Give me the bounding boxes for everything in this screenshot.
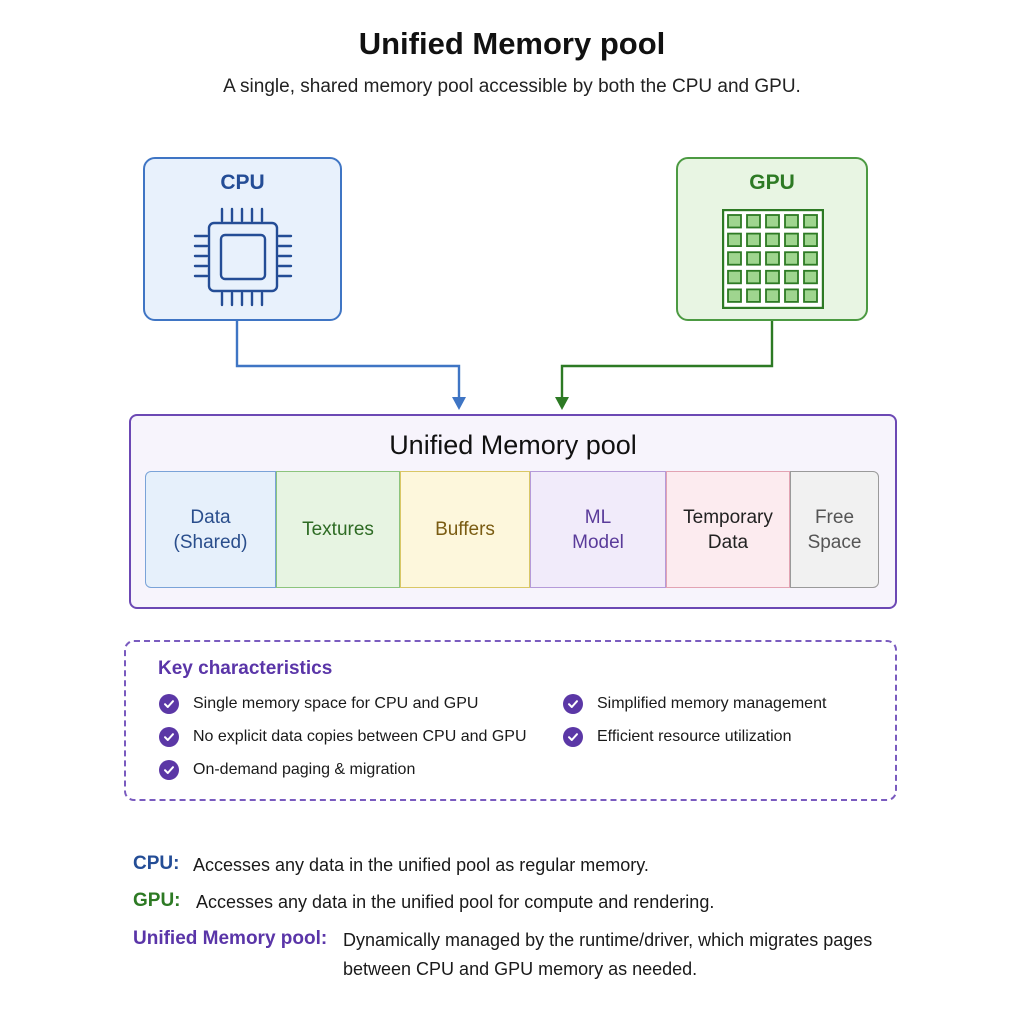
key-characteristics-title: Key characteristics [158,658,333,679]
key-item: No explicit data copies between CPU and … [159,727,527,747]
page-subtitle: A single, shared memory pool accessible … [223,76,801,97]
check-icon [563,727,583,747]
gpu-label: GPU [749,171,795,194]
gpu-to-pool-arrow [560,321,774,400]
gpu-grid-icon [722,209,824,309]
gpu-description-text: Accesses any data in the unified pool fo… [196,892,715,912]
key-item: On-demand paging & migration [159,760,415,780]
page-title: Unified Memory pool [358,26,666,61]
segment-buffers: Buffers [400,471,530,588]
pool-description-text-line2: between CPU and GPU memory as needed. [343,959,698,979]
connector-arrows [235,321,774,410]
segment-ml-model: ML Model [530,471,666,588]
cpu-chip-icon [193,207,293,307]
cpu-to-pool-arrow [235,321,461,400]
segment-textures: Textures [276,471,400,588]
cpu-box: CPU [143,157,342,321]
unified-memory-pool: Unified Memory pool Data (Shared) Textur… [129,414,897,609]
key-item: Single memory space for CPU and GPU [159,694,478,714]
key-item: Efficient resource utilization [563,727,791,747]
check-icon [563,694,583,714]
check-icon [159,694,179,714]
pool-segments: Data (Shared) Textures Buffers ML Model … [145,471,879,588]
cpu-description-label: CPU: [133,853,180,874]
segment-free-space: Free Space [790,471,879,588]
cpu-description-text: Accesses any data in the unified pool as… [193,855,649,875]
pool-description-text: Dynamically managed by the runtime/drive… [343,930,873,950]
pool-description-label: Unified Memory pool: [133,928,328,949]
cpu-label: CPU [220,171,265,194]
gpu-description-label: GPU: [133,890,181,911]
check-icon [159,727,179,747]
pool-title: Unified Memory pool [389,430,637,460]
key-characteristics-box: Key characteristics Single memory space … [124,640,897,801]
check-icon [159,760,179,780]
segment-data-shared: Data (Shared) [145,471,276,588]
key-item: Simplified memory management [563,694,826,714]
gpu-box: GPU [676,157,868,321]
segment-temporary-data: Temporary Data [666,471,790,588]
